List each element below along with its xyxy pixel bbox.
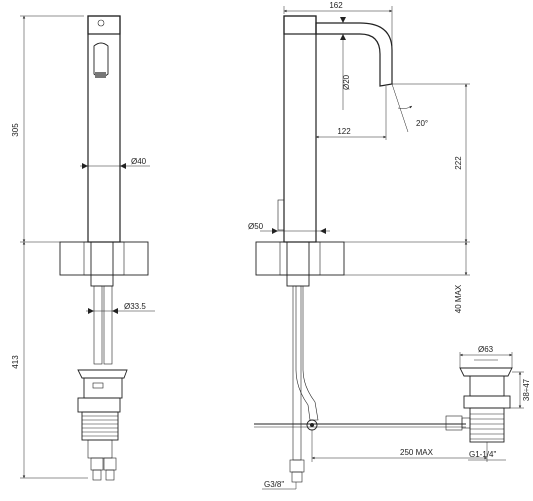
dim-d40-label: Ø40 [131, 157, 147, 166]
front-fitting-left [92, 469, 102, 481]
dim-413-label: 413 [11, 355, 20, 369]
dim-d335-label: Ø33.5 [124, 302, 146, 311]
side-view: 162 Ø20 122 20° 222 Ø50 40 MAX Ø63 [248, 1, 531, 490]
dim-d63-label: Ø63 [478, 345, 494, 354]
front-drain [77, 369, 128, 459]
side-deck-hole [279, 241, 321, 276]
front-aerator [95, 72, 106, 78]
dim-d50-label: Ø50 [248, 222, 264, 231]
side-hose-bend [295, 286, 319, 421]
front-spout-body [87, 15, 121, 243]
front-deck-hole [83, 241, 125, 276]
side-hose-main [292, 285, 302, 461]
dim-40max-label: 40 MAX [454, 284, 463, 313]
front-hose-right [103, 285, 113, 365]
front-deck-section [59, 241, 149, 276]
front-spout-cap [87, 15, 121, 35]
side-spout-arm [315, 22, 393, 87]
dim-305-label: 305 [11, 123, 20, 137]
side-drain [445, 359, 513, 443]
dim-122-label: 122 [337, 127, 351, 136]
dim-d20-label: Ø20 [342, 74, 351, 90]
front-fitting-right [105, 469, 115, 481]
front-cap-hole [97, 19, 105, 27]
front-hose-end-left [90, 457, 104, 471]
side-lever [277, 199, 285, 231]
front-view: 305 413 Ø40 Ø33.5 [11, 15, 155, 481]
dim-g114-label: G1-1/4" [469, 450, 496, 459]
side-spout-cap [283, 15, 317, 35]
dim-angle-line [391, 83, 409, 133]
dim-162-label: 162 [329, 1, 343, 10]
side-hose-end [289, 459, 305, 473]
dim-250max-label: 250 MAX [400, 448, 434, 457]
side-shank [286, 241, 310, 287]
dim-g38-label: G3/8" [264, 480, 284, 489]
dim-222-label: 222 [454, 156, 463, 170]
side-fitting [291, 471, 303, 483]
side-deck-section [255, 241, 345, 276]
front-hose-left [93, 285, 103, 365]
dim-3847-label: 38÷47 [522, 378, 531, 401]
side-spout-body [283, 15, 317, 243]
front-aerator-slot [93, 42, 109, 78]
dim-angle-label: 20° [416, 119, 428, 128]
front-hose-end-right [103, 457, 117, 471]
front-shank [90, 241, 114, 287]
